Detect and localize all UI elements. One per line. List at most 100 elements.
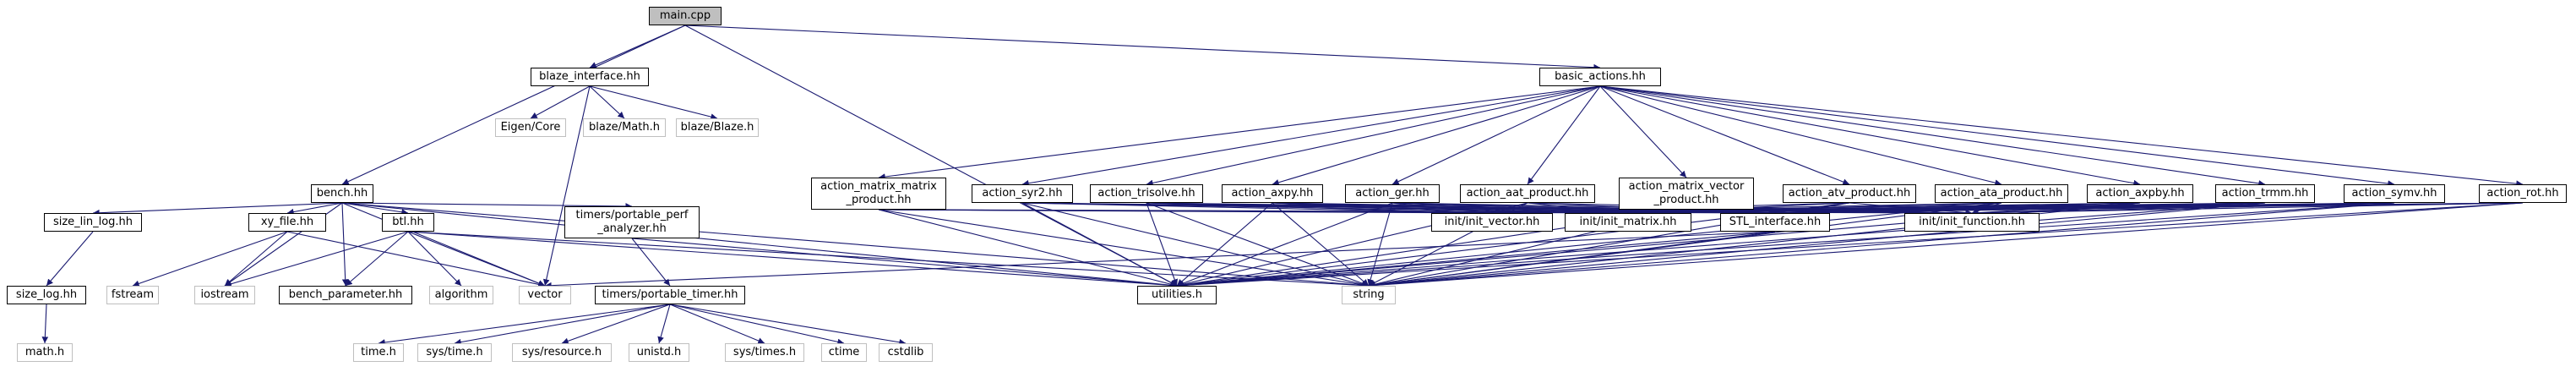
- edge-action-trmm-to-string: [1368, 202, 2266, 289]
- edge-portable-timer-to-sys-resource-h: [561, 304, 671, 345]
- edge-action-ata-product-to-utilities: [1176, 202, 2002, 289]
- edge-bench-to-utilities: [341, 202, 1178, 289]
- dependency-edges: [41, 25, 2524, 346]
- edge-basic-actions-to-action-rot: [1599, 85, 2524, 188]
- edge-xy-file-to-fstream: [132, 231, 288, 287]
- edge-basic-actions-to-action-aat-product: [1527, 85, 1601, 185]
- node-action-trmm[interactable]: action_trmm.hh: [2215, 184, 2315, 203]
- edge-stl-interface-to-vector: [544, 231, 1776, 289]
- node-string: string: [1342, 286, 1396, 304]
- edge-portable-timer-to-sys-time-h: [454, 304, 671, 346]
- edge-btl-to-utilities: [407, 231, 1178, 289]
- edge-action-axpy-to-utilities: [1176, 202, 1273, 287]
- edge-action-ger-to-utilities: [1176, 202, 1393, 287]
- edge-basic-actions-to-action-matrix-vector-product: [1599, 85, 1687, 178]
- edge-action-ger-to-init-vector: [1391, 202, 1493, 216]
- node-stl-interface[interactable]: STL_interface.hh: [1720, 213, 1830, 232]
- edge-action-rot-to-stl-interface: [1774, 202, 2524, 216]
- node-action-syr2[interactable]: action_syr2.hh: [972, 184, 1073, 203]
- edge-action-symv-to-string: [1368, 202, 2395, 289]
- edge-bench-to-portable-perf-analyzer: [341, 202, 633, 210]
- edge-main-cpp-to-basic-actions: [684, 25, 1601, 71]
- edge-basic-actions-to-action-trmm: [1599, 85, 2266, 187]
- edge-basic-actions-to-action-syr2: [1021, 85, 1601, 187]
- node-xy-file[interactable]: xy_file.hh: [248, 213, 326, 232]
- node-action-axpby[interactable]: action_axpby.hh: [2087, 184, 2193, 203]
- edge-basic-actions-to-action-trisolve: [1146, 85, 1601, 187]
- node-bench-parameter[interactable]: bench_parameter.hh: [279, 286, 412, 304]
- edge-portable-timer-to-unistd-h: [657, 304, 671, 344]
- node-ctime: ctime: [821, 343, 867, 362]
- edge-xy-file-to-iostream: [224, 231, 288, 287]
- node-portable-timer[interactable]: timers/portable_timer.hh: [595, 286, 745, 304]
- edge-action-rot-to-string: [1368, 202, 2524, 289]
- node-action-trisolve[interactable]: action_trisolve.hh: [1090, 184, 1203, 203]
- edge-basic-actions-to-action-ata-product: [1599, 85, 2002, 186]
- edge-bench-to-btl: [341, 202, 409, 216]
- node-cstdlib: cstdlib: [879, 343, 933, 362]
- node-init-vector[interactable]: init/init_vector.hh: [1431, 213, 1553, 232]
- node-main-cpp[interactable]: main.cpp: [649, 7, 722, 25]
- edge-action-trisolve-to-string: [1146, 202, 1370, 287]
- node-action-symv[interactable]: action_symv.hh: [2344, 184, 2445, 203]
- node-action-ata-product[interactable]: action_ata_product.hh: [1935, 184, 2068, 203]
- edge-action-matrix-matrix-product-to-utilities: [878, 209, 1178, 287]
- edge-portable-timer-to-cstdlib: [669, 304, 907, 346]
- edge-portable-timer-to-sys-times-h: [669, 304, 765, 344]
- node-vector: vector: [519, 286, 571, 304]
- node-bench[interactable]: bench.hh: [311, 184, 373, 203]
- edge-action-symv-to-utilities: [1176, 202, 2395, 289]
- node-basic-actions[interactable]: basic_actions.hh: [1539, 68, 1661, 86]
- node-size-lin-log[interactable]: size_lin_log.hh: [44, 213, 142, 232]
- edge-btl-to-iostream: [224, 231, 409, 287]
- edge-basic-actions-to-action-ger: [1391, 85, 1601, 185]
- edge-action-rot-to-init-function: [1971, 202, 2524, 216]
- node-action-aat-product[interactable]: action_aat_product.hh: [1460, 184, 1595, 203]
- edge-portable-timer-to-time-h: [378, 304, 671, 346]
- edge-action-matrix-matrix-product-to-string: [878, 209, 1370, 288]
- edge-action-trmm-to-utilities: [1176, 202, 2266, 289]
- edge-basic-actions-to-action-atv-product: [1599, 85, 1850, 185]
- edge-btl-to-algorithm: [407, 231, 462, 287]
- node-action-ger[interactable]: action_ger.hh: [1345, 184, 1440, 203]
- node-action-atv-product[interactable]: action_atv_product.hh: [1783, 184, 1916, 203]
- edge-action-rot-to-utilities: [1176, 202, 2524, 289]
- edge-action-trisolve-to-utilities: [1146, 202, 1178, 287]
- node-action-rot[interactable]: action_rot.hh: [2479, 184, 2567, 203]
- edge-blaze-interface-to-blaze-blaze: [589, 85, 718, 120]
- node-algorithm: algorithm: [429, 286, 493, 304]
- node-action-matrix-vector-product[interactable]: action_matrix_vector _product.hh: [1619, 178, 1754, 210]
- node-blaze-blaze: blaze/Blaze.h: [676, 118, 759, 137]
- node-blaze-interface[interactable]: blaze_interface.hh: [531, 68, 649, 86]
- edge-blaze-interface-to-blaze-math: [589, 85, 625, 119]
- edge-action-ata-product-to-string: [1368, 202, 2002, 288]
- edge-bench-to-xy-file: [286, 202, 343, 216]
- node-portable-perf-analyzer[interactable]: timers/portable_perf _analyzer.hh: [564, 206, 700, 238]
- edge-btl-to-vector: [407, 231, 546, 287]
- edge-action-syr2-to-utilities: [1021, 202, 1178, 287]
- node-sys-time-h: sys/time.h: [417, 343, 492, 362]
- edge-xy-file-to-vector: [286, 231, 546, 288]
- node-utilities[interactable]: utilities.h: [1137, 286, 1217, 304]
- node-fstream: fstream: [106, 286, 159, 304]
- node-btl[interactable]: btl.hh: [382, 213, 434, 232]
- node-sys-times-h: sys/times.h: [725, 343, 804, 362]
- edge-main-cpp-to-bench: [341, 25, 686, 185]
- edge-blaze-interface-to-vector: [542, 85, 591, 287]
- edge-action-trisolve-to-init-vector: [1146, 202, 1493, 216]
- edge-bench-to-string: [341, 202, 1370, 289]
- node-size-log[interactable]: size_log.hh: [7, 286, 86, 304]
- edge-size-lin-log-to-size-log: [46, 231, 94, 287]
- node-init-function[interactable]: init/init_function.hh: [1904, 213, 2040, 232]
- edge-btl-to-string: [407, 231, 1370, 289]
- edge-bench-to-size-lin-log: [92, 202, 343, 216]
- node-init-matrix[interactable]: init/init_matrix.hh: [1565, 213, 1691, 232]
- node-math-h: math.h: [17, 343, 73, 362]
- edge-portable-perf-analyzer-to-portable-timer: [631, 238, 671, 287]
- node-action-matrix-matrix-product[interactable]: action_matrix_matrix _product.hh: [811, 178, 946, 210]
- node-eigen-core: Eigen/Core: [495, 118, 566, 137]
- node-action-axpy[interactable]: action_axpy.hh: [1222, 184, 1323, 203]
- edge-blaze-interface-to-eigen-core: [530, 85, 591, 119]
- node-sys-resource-h: sys/resource.h: [512, 343, 612, 362]
